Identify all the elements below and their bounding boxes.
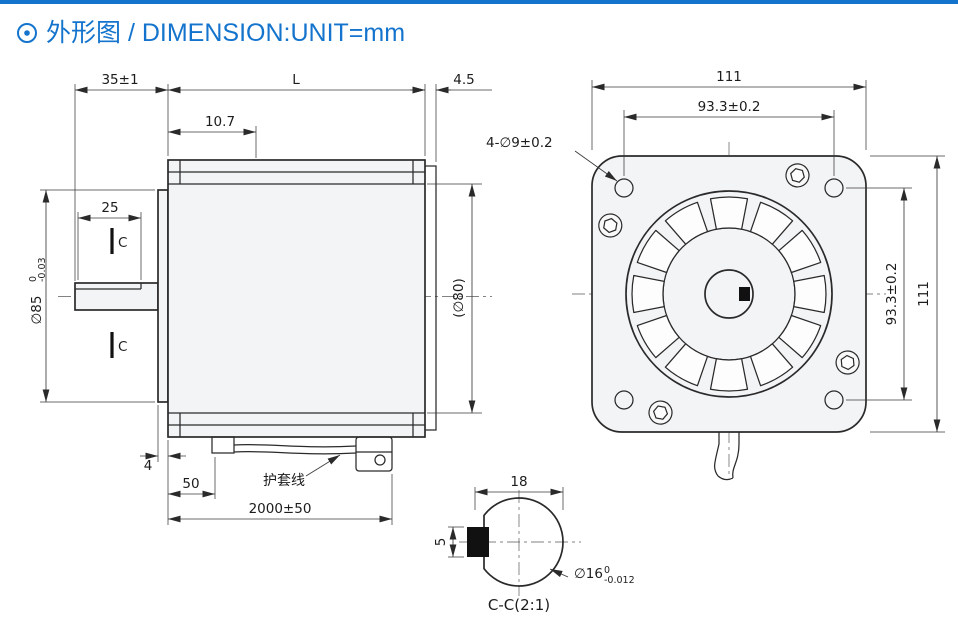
motor-shaft [74,282,159,311]
dim-key-height-group: 5 [433,538,449,547]
dim-cable-length: 2000±50 [249,501,312,517]
shaft-hole [704,269,754,319]
dim-lead-offset: 50 [182,476,199,492]
strain-relief [211,436,235,454]
dim-shaft-length: 35±1 [101,72,138,88]
cable-wire [233,450,357,455]
dim-shaft-tol-lower: -0.012 [604,575,635,586]
keyway [739,287,750,301]
dim-front-offset: 10.7 [205,114,235,130]
section-view: 18 5 ∅16 0 -0.012 C-C(2:1) [433,474,635,614]
dim-body-length: L [292,72,300,88]
dim-flat-length: 25 [101,200,118,216]
dim-pilot-dia: ∅85 [29,296,45,325]
corner-hole [614,390,634,410]
pilot-boss [157,189,169,403]
dim-shaft-tol-upper: 0 [604,565,610,576]
motor-body [167,159,426,438]
shaft-section [483,497,564,587]
dim-rear-cover: 4.5 [453,72,474,88]
section-mark-bottom-label: C [118,339,127,355]
side-view: C C 35±1 L 4.5 10.7 25 [28,72,492,525]
dim-key-height: 5 [433,538,449,547]
connector-hole [374,454,386,466]
corner-hole [824,390,844,410]
page-title: 外形图 / DIMENSION:UNIT=mm [46,19,405,47]
dim-hole-pitch-h: 93.3±0.2 [698,99,761,115]
vent-slot [709,358,749,392]
section-label: C-C(2:1) [488,596,550,614]
bullseye-icon [17,23,37,43]
motor-body-circle [625,190,833,398]
dim-flange-height-group: 111 [916,281,932,307]
cable-wire [233,443,357,448]
rear-cover [425,165,437,431]
vent-slot [793,274,827,314]
corner-hole [824,178,844,198]
dim-pilot-tol-lower: -0.03 [37,257,48,282]
dim-shaft-dia: ∅16 [574,566,603,582]
cable-label: 护套线 [263,473,305,489]
cable-assembly [211,436,393,472]
dim-body-dia-group: (∅80) [451,278,467,317]
front-view: 111 93.3±0.2 4-∅9±0.2 93.3±0.2 111 [486,69,945,481]
corner-holes [614,178,844,410]
top-accent-bar [0,0,958,4]
section-mark-top-label: C [118,235,127,251]
dim-pilot-dia-group: ∅85 0 -0.03 [28,257,48,324]
key-section [467,527,489,557]
front-cable-tail [714,432,740,481]
mounting-flange [591,155,867,433]
dim-pilot-depth: 4 [144,458,153,474]
vent-slot [631,274,665,314]
dim-corner-holes: 4-∅9±0.2 [486,135,553,151]
dim-pilot-tol-upper: 0 [28,276,39,282]
dim-body-dia: (∅80) [451,278,467,317]
corner-hole [614,178,634,198]
vent-slot [709,196,749,230]
dim-section-width: 18 [510,474,527,490]
dim-flange-width: 111 [716,69,742,85]
connector [355,436,393,472]
dim-hole-pitch-v: 93.3±0.2 [884,263,900,326]
page-header: 外形图 / DIMENSION:UNIT=mm [0,0,958,47]
dim-flange-height: 111 [916,281,932,307]
dim-hole-pitch-v-group: 93.3±0.2 [884,263,900,326]
